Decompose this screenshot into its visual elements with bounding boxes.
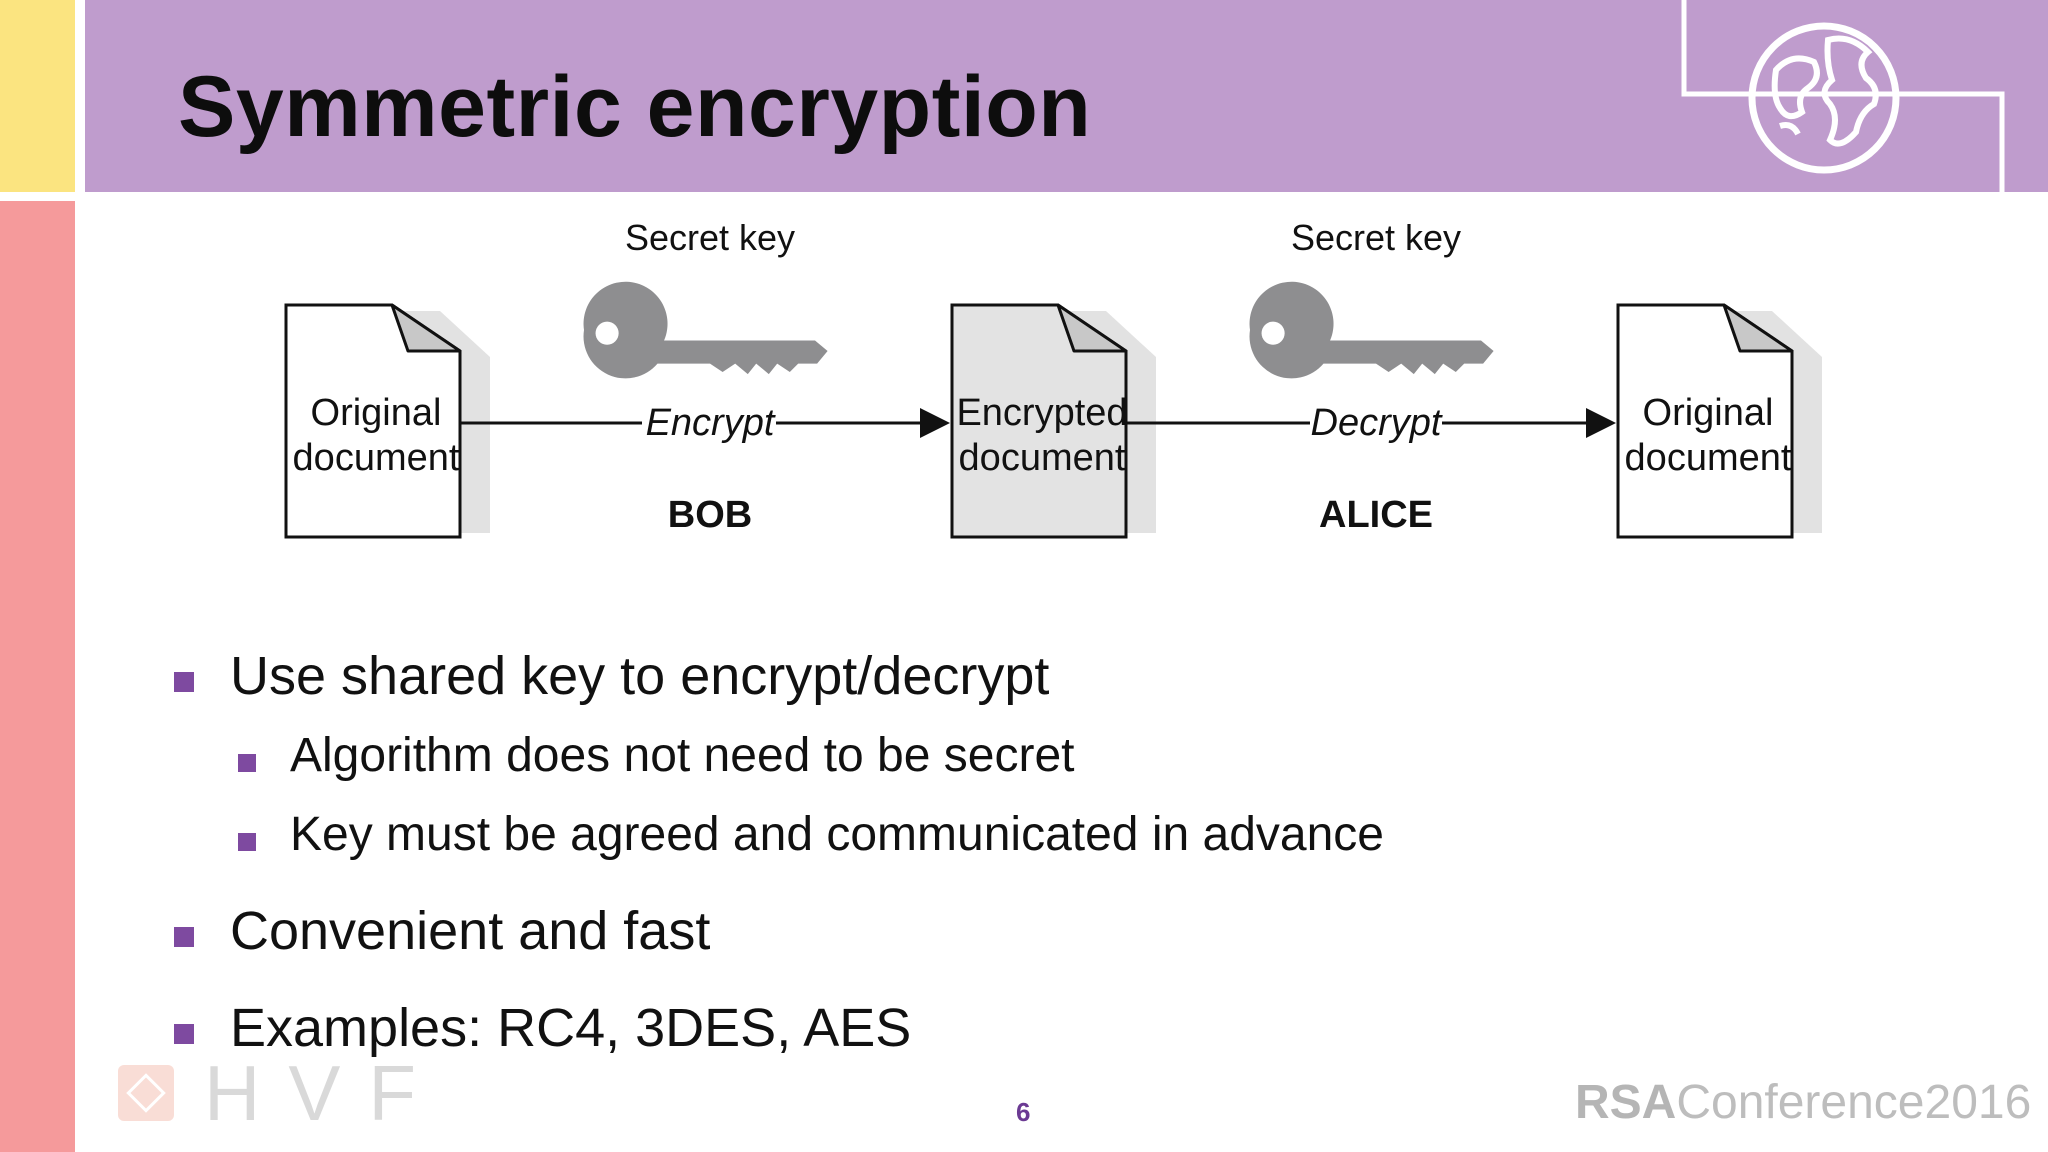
page-number: 6 [1016,1097,1031,1127]
bullet-marker [174,927,194,947]
key-icon [583,281,828,379]
hvf-text: HVF [204,1048,444,1137]
pink-accent-bar [0,201,75,1152]
document-icon [1616,303,1822,539]
document-icon [284,303,490,539]
original-document-right: Original document [1616,303,1822,539]
doc1-line1: Original [311,392,442,434]
document-icon [950,303,1156,539]
key-icon [1249,281,1494,379]
encrypted-document: Encrypted document [950,303,1156,539]
decrypt-label: Decrypt [1311,402,1443,444]
bullet-item-convenient: Convenient and fast [230,901,711,961]
globe-icon [1681,0,2005,196]
yellow-accent-block [0,0,75,192]
doc2-line1: Encrypted [956,392,1127,434]
bullet-marker [238,754,256,772]
rsa-rest: Conference2016 [1676,1076,2032,1129]
bullet-item-algorithm: Algorithm does not need to be secret [290,729,1075,782]
doc3-line1: Original [1643,392,1774,434]
bob-name: BOB [668,494,752,536]
encryption-diagram: Original document Secret key Encrypt BOB… [284,217,1822,539]
alice-key-label: Secret key [1291,217,1461,258]
slide-title: Symmetric encryption [178,59,1092,155]
rsa-conference-logo: RSAConference2016 [1575,1075,2031,1130]
doc1-line2: document [293,437,460,479]
hvf-watermark: HVF [118,1049,444,1137]
bullet-marker [174,672,194,692]
bullet-marker [238,833,256,851]
bob-key-label: Secret key [625,217,795,258]
bullet-item-shared-key: Use shared key to encrypt/decrypt [230,646,1050,706]
hvf-logo-icon [118,1065,174,1121]
alice-name: ALICE [1319,494,1433,536]
encrypt-label: Encrypt [646,402,776,444]
doc2-line2: document [959,437,1126,479]
bullet-item-key-agreed: Key must be agreed and communicated in a… [290,808,1384,861]
original-document-left: Original document [284,303,490,539]
rsa-bold: RSA [1575,1076,1677,1129]
bullet-marker [174,1024,194,1044]
doc3-line2: document [1625,437,1792,479]
